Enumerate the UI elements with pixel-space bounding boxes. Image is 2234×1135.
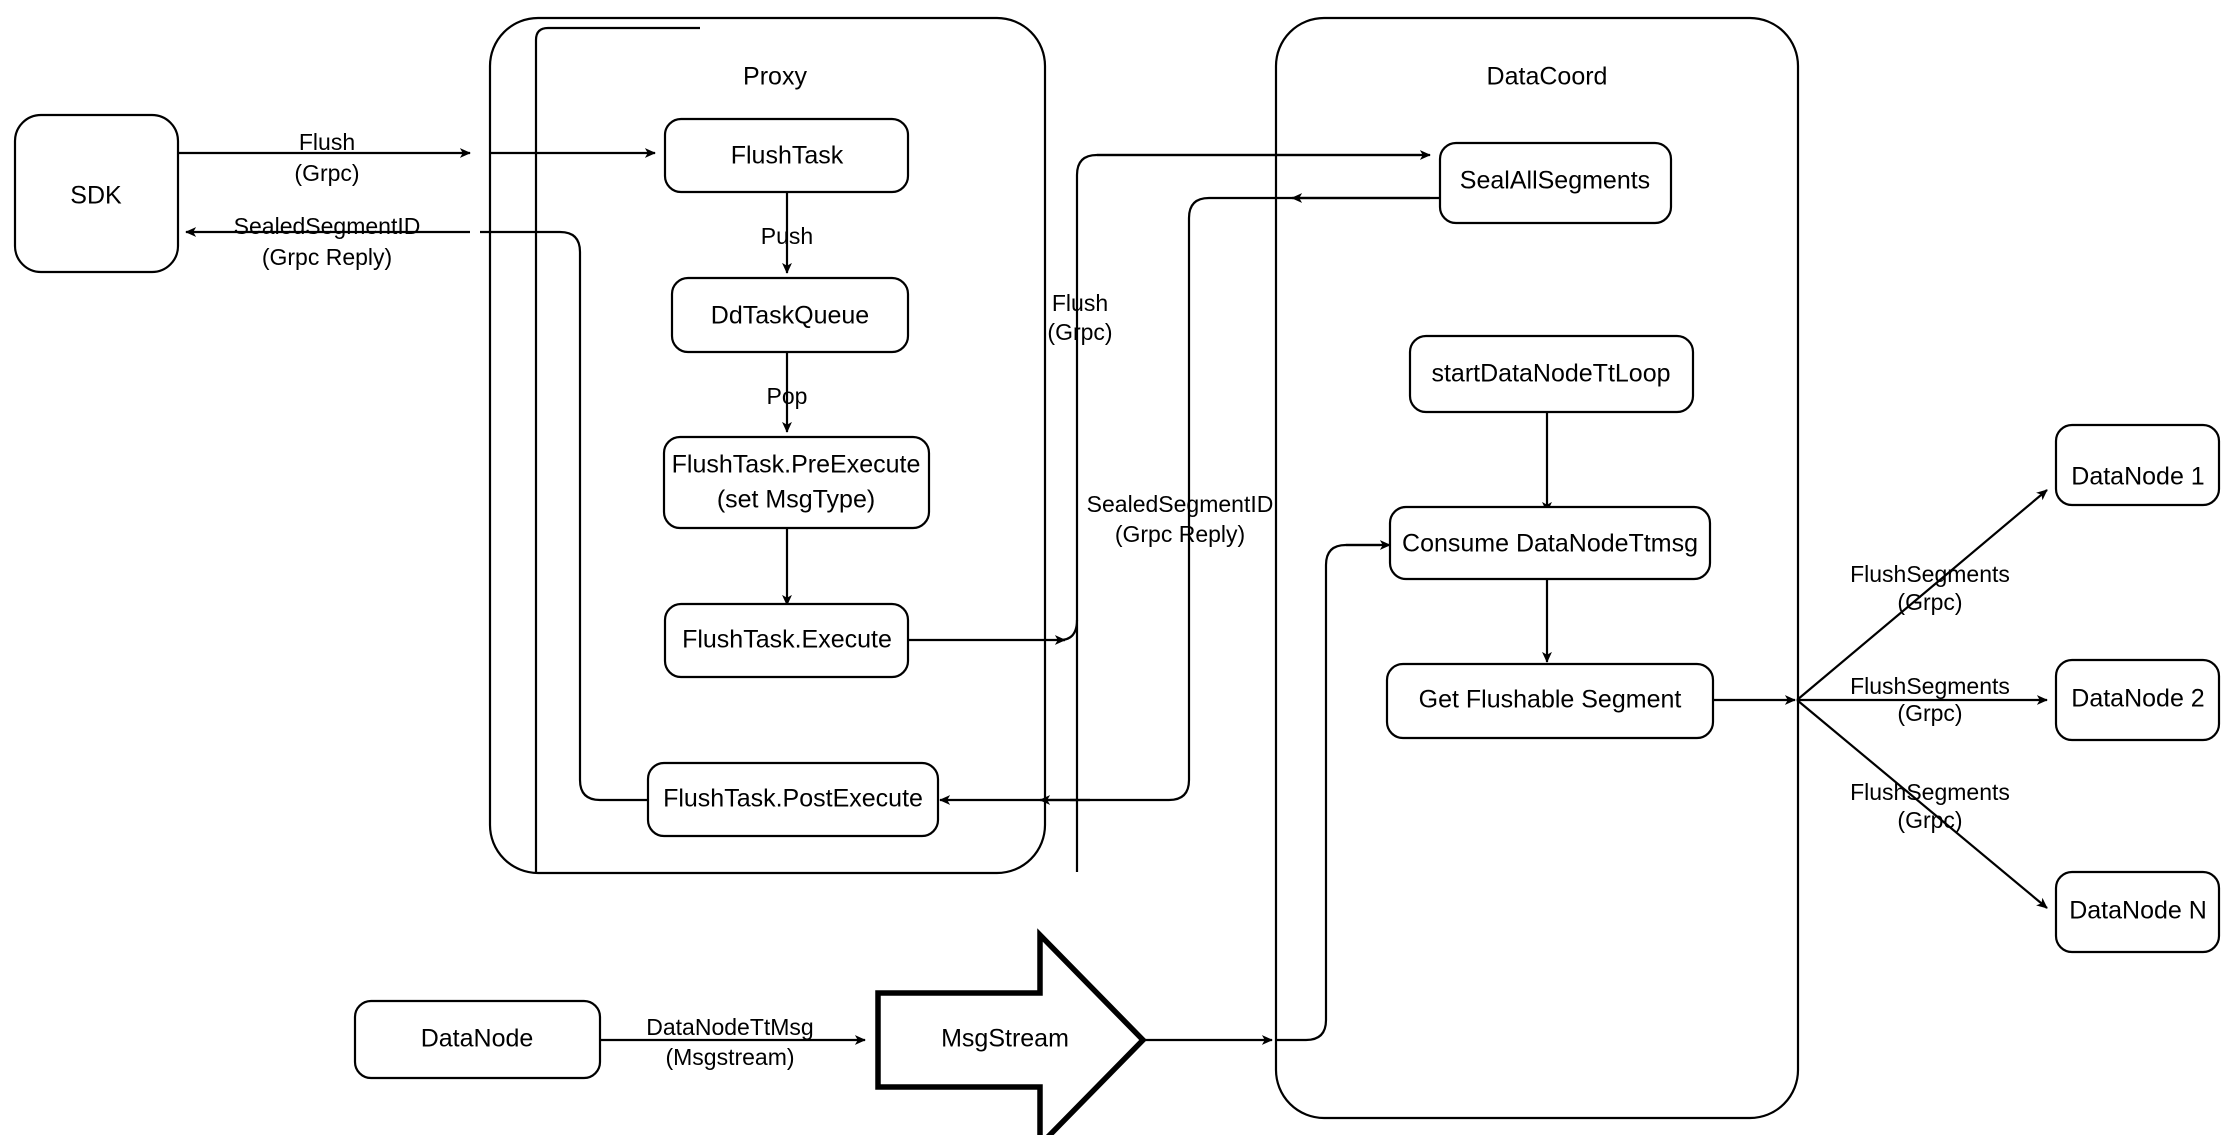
node-datanode-2[interactable]: DataNode 2: [2054, 658, 2221, 742]
flush-segments-2-label-line2: (Grpc): [1897, 700, 1962, 726]
execute-rect[interactable]: [663, 602, 910, 679]
flush-segments-1-label-line1: FlushSegments: [1850, 561, 2010, 587]
post-execute-label: FlushTask.PostExecute: [663, 785, 923, 813]
edge-postexecute-to-sdk-return: [480, 230, 648, 802]
get-flushable-segment-label: Get Flushable Segment: [1419, 686, 1682, 714]
flush-segments-2-label-line1: FlushSegments: [1850, 673, 2010, 699]
datanode-ttmsg-label-line2: (Msgstream): [665, 1044, 794, 1070]
label-proxy-to-sdk: SealedSegmentID (Grpc Reply): [234, 213, 421, 270]
proxy-to-dc-label-line1: Flush: [1052, 290, 1108, 316]
datanode-1-label: DataNode 1: [2071, 463, 2204, 491]
execute-label: FlushTask.Execute: [682, 626, 892, 654]
push-label: Push: [761, 223, 813, 249]
datanode-n-rect[interactable]: [2054, 870, 2221, 954]
pre-execute-label-line1: FlushTask.PreExecute: [672, 451, 921, 479]
edge-proxy-left-rail-top: [534, 26, 700, 41]
consume-datanode-ttmsg-rect[interactable]: [1388, 505, 1712, 581]
flush-task-label: FlushTask: [731, 142, 844, 170]
proxy-to-sdk-label-line1: SealedSegmentID: [234, 213, 421, 239]
node-execute[interactable]: FlushTask.Execute: [663, 602, 910, 679]
datanode-2-label: DataNode 2: [2071, 685, 2204, 713]
datanode-n-label: DataNode N: [2069, 897, 2207, 925]
msgstream-label: MsgStream: [941, 1025, 1069, 1053]
group-proxy: Proxy: [488, 16, 1047, 875]
flush-segments-1-label-line2: (Grpc): [1897, 589, 1962, 615]
proxy-container-rect: [488, 16, 1047, 875]
label-datanode-ttmsg: DataNodeTtMsg (Msgstream): [646, 1014, 813, 1070]
proxy-to-sdk-label-line2: (Grpc Reply): [262, 244, 392, 270]
node-get-flushable-segment[interactable]: Get Flushable Segment: [1385, 662, 1715, 740]
node-pre-execute[interactable]: FlushTask.PreExecute (set MsgType): [662, 435, 931, 530]
dc-to-proxy-label-line1: SealedSegmentID: [1087, 491, 1274, 517]
proxy-container-label: Proxy: [743, 63, 807, 91]
label-flush-segments-n: FlushSegments (Grpc): [1850, 779, 2010, 833]
datanode-1-rect[interactable]: [2054, 423, 2221, 507]
edge-datacoord-ttmsg-route: [1276, 543, 1380, 1042]
datanode-2-rect[interactable]: [2054, 658, 2221, 742]
msgstream-arrow-shape[interactable]: [875, 928, 1147, 1135]
node-sdk[interactable]: SDK: [13, 113, 180, 274]
edge-proxy-to-datacoord-flush: [1059, 153, 1420, 642]
sdk-to-proxy-label-line2: (Grpc): [294, 160, 359, 186]
dc-to-proxy-label-line2: (Grpc Reply): [1115, 521, 1245, 547]
node-datanode-n[interactable]: DataNode N: [2054, 870, 2221, 954]
datanode-source-rect[interactable]: [353, 999, 602, 1080]
label-flush-segments-2: FlushSegments (Grpc): [1850, 673, 2010, 726]
datanode-source-label: DataNode: [421, 1025, 534, 1053]
label-flush-segments-1: FlushSegments (Grpc): [1850, 561, 2010, 615]
edge-junction-to-datanoden: [1796, 699, 2048, 909]
pre-execute-rect[interactable]: [662, 435, 931, 530]
node-consume-datanode-ttmsg[interactable]: Consume DataNodeTtmsg: [1388, 505, 1712, 581]
flush-segments-n-label-line1: FlushSegments: [1850, 779, 2010, 805]
edge-junction-to-datanode1: [1796, 489, 2048, 701]
seal-all-segments-label: SealAllSegments: [1460, 167, 1650, 195]
node-start-datanode-tt-loop[interactable]: startDataNodeTtLoop: [1408, 334, 1695, 414]
start-datanode-tt-loop-label: startDataNodeTtLoop: [1431, 360, 1670, 388]
node-flush-task[interactable]: FlushTask: [663, 117, 910, 194]
flush-task-rect[interactable]: [663, 117, 910, 194]
edge-sealallsegments-return-path: [1070, 196, 1430, 802]
flush-segments-n-label-line2: (Grpc): [1897, 807, 1962, 833]
node-datanode-1[interactable]: DataNode 1: [2054, 423, 2221, 507]
post-execute-rect[interactable]: [646, 761, 940, 838]
node-datanode-source[interactable]: DataNode: [353, 999, 602, 1080]
sdk-label: SDK: [70, 182, 122, 210]
datacoord-container-rect: [1274, 16, 1800, 1120]
pop-label: Pop: [767, 383, 808, 409]
node-msgstream[interactable]: MsgStream: [875, 928, 1147, 1135]
seal-all-segments-rect[interactable]: [1438, 141, 1673, 225]
sdk-to-proxy-label-line1: Flush: [299, 129, 355, 155]
datanode-ttmsg-label-line1: DataNodeTtMsg: [646, 1014, 813, 1040]
label-sdk-to-proxy: Flush (Grpc): [294, 129, 359, 186]
label-proxy-to-datacoord-flush: Flush (Grpc): [1047, 290, 1112, 345]
node-post-execute[interactable]: FlushTask.PostExecute: [646, 761, 940, 838]
proxy-to-dc-label-line2: (Grpc): [1047, 319, 1112, 345]
get-flushable-segment-rect[interactable]: [1385, 662, 1715, 740]
dd-task-queue-label: DdTaskQueue: [711, 302, 869, 330]
sdk-rect[interactable]: [13, 113, 180, 274]
dd-task-queue-rect[interactable]: [670, 276, 910, 354]
group-datacoord: DataCoord: [1274, 16, 1800, 1120]
datacoord-container-label: DataCoord: [1487, 63, 1608, 91]
node-dd-task-queue[interactable]: DdTaskQueue: [670, 276, 910, 354]
pre-execute-label-line2: (set MsgType): [717, 486, 875, 514]
node-seal-all-segments[interactable]: SealAllSegments: [1438, 141, 1673, 225]
consume-datanode-ttmsg-label: Consume DataNodeTtmsg: [1402, 530, 1698, 558]
start-datanode-tt-loop-rect[interactable]: [1408, 334, 1695, 414]
label-datacoord-to-proxy-reply: SealedSegmentID (Grpc Reply): [1087, 491, 1274, 547]
